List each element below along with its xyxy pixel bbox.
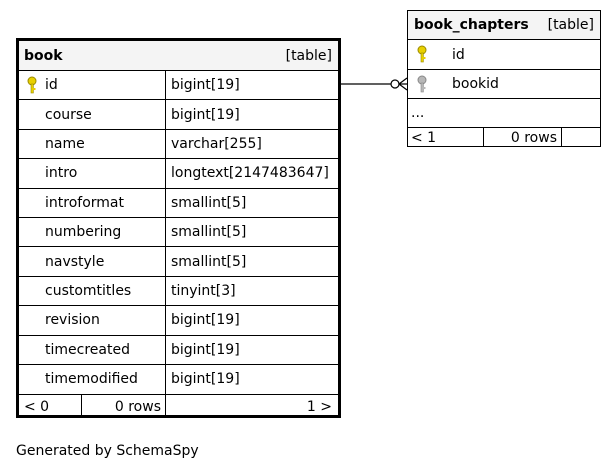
column-row: name varchar[255]: [19, 130, 338, 158]
column-type: tinyint[3]: [171, 282, 236, 299]
column-name: id: [45, 77, 58, 94]
column-type: bigint[19]: [171, 77, 240, 94]
foreign-key-icon: [417, 75, 427, 93]
column-name: numbering: [45, 224, 122, 241]
optional-marker: [390, 79, 400, 89]
book-table: book [table] < 0 0 rows 1 > id bigint[19]…: [16, 38, 341, 418]
column-name: revision: [45, 312, 100, 329]
column-type: smallint[5]: [171, 194, 247, 211]
crows-foot-marker: [398, 77, 408, 91]
column-row: id: [408, 40, 600, 69]
column-row: navstyle smallint[5]: [19, 247, 338, 275]
column-type: longtext[2147483647]: [171, 165, 329, 182]
book-chapters-table-footer: < 1 0 rows: [408, 128, 600, 147]
column-type: smallint[5]: [171, 224, 247, 241]
column-name: timemodified: [45, 371, 138, 388]
column-type: bigint[19]: [171, 106, 240, 123]
column-type: smallint[5]: [171, 253, 247, 270]
column-row: timemodified bigint[19]: [19, 365, 338, 393]
column-row: revision bigint[19]: [19, 306, 338, 334]
book-chapters-table: book_chapters [table] id bookid ... < 1 …: [407, 10, 601, 147]
parent-count: < 1: [411, 129, 437, 146]
column-row: id bigint[19]: [19, 71, 338, 99]
column-name: id: [452, 46, 465, 63]
generated-by-caption: Generated by SchemaSpy: [16, 443, 199, 459]
more-columns: ...: [408, 99, 600, 127]
book-chapters-table-header: book_chapters [table]: [408, 11, 600, 39]
column-row: timecreated bigint[19]: [19, 336, 338, 364]
column-row: course bigint[19]: [19, 100, 338, 128]
column-row: introformat smallint[5]: [19, 189, 338, 217]
column-name: intro: [45, 165, 78, 182]
column-type: bigint[19]: [171, 371, 240, 388]
column-name: name: [45, 135, 85, 152]
table-kind: [table]: [547, 17, 594, 33]
column-row: bookid: [408, 70, 600, 98]
row-count: 0 rows: [510, 129, 557, 146]
column-type: varchar[255]: [171, 135, 262, 152]
table-name: book: [24, 47, 63, 64]
parent-count: < 0: [24, 398, 50, 415]
table-kind: [table]: [285, 47, 332, 64]
column-type: bigint[19]: [171, 341, 240, 358]
column-name: timecreated: [45, 341, 130, 358]
child-count: 1 >: [306, 398, 332, 415]
primary-key-icon: [27, 76, 37, 94]
column-name: bookid: [452, 76, 499, 92]
primary-key-icon: [417, 45, 427, 63]
column-name: introformat: [45, 194, 124, 211]
book-table-header: book [table]: [19, 41, 338, 70]
column-name: course: [45, 106, 92, 123]
column-name: customtitles: [45, 282, 132, 299]
column-row: intro longtext[2147483647]: [19, 159, 338, 187]
book-table-footer: < 0 0 rows 1 >: [19, 395, 338, 418]
table-name: book_chapters: [414, 17, 529, 33]
row-count: 0 rows: [114, 398, 161, 415]
column-type: bigint[19]: [171, 312, 240, 329]
column-row: customtitles tinyint[3]: [19, 277, 338, 305]
ellipsis: ...: [411, 105, 425, 121]
column-name: navstyle: [45, 253, 105, 270]
column-row: numbering smallint[5]: [19, 218, 338, 246]
